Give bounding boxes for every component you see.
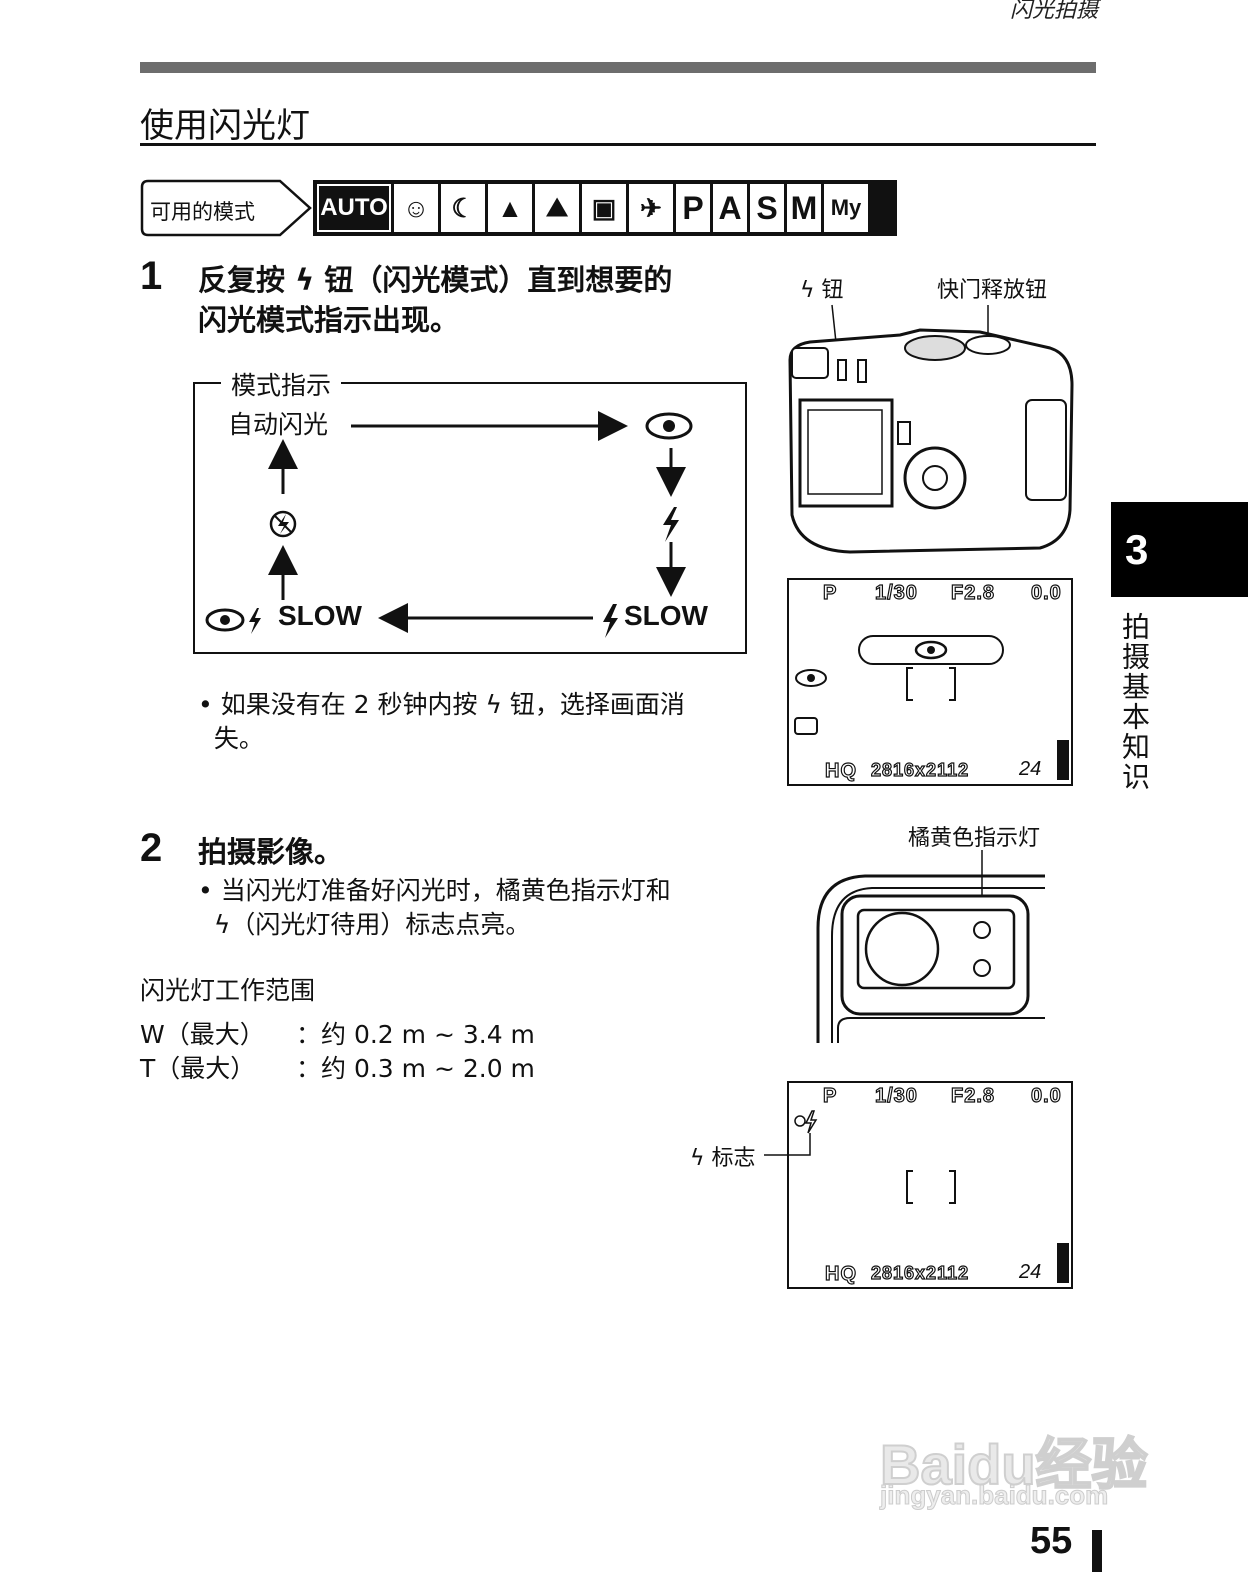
mode-indicator-title: 模式指示	[221, 366, 342, 402]
red-eye-slow-icon	[205, 608, 261, 634]
step-1-text: 反复按 ϟ 钮（闪光模式）直到想要的 闪光模式指示出现。	[198, 260, 738, 340]
step-2-note-b: （闪光灯待用）标志点亮。	[230, 910, 531, 939]
mode-cycle-arrows	[205, 411, 693, 638]
flash-button-callout: ϟ 钮	[800, 278, 844, 303]
auto-flash-label: 自动闪光	[228, 410, 329, 439]
landscape-portrait-icon: ⛰	[535, 184, 579, 232]
range-value: ：约 0.2 m ~ 3.4 m	[296, 1020, 535, 1049]
viewfinder-illustration	[816, 850, 1045, 1043]
lcd-mode: P	[822, 1084, 838, 1107]
page-number-bar	[1092, 1530, 1102, 1572]
scene-icon: ▣	[582, 184, 626, 232]
lcd-screen-1: P 1/30 F2.8 0.0 HQ 2816x2112 24	[787, 578, 1073, 786]
page-title: 使用闪光灯	[140, 106, 310, 146]
step-1-note-a: 如果没有在 2 秒钟内按	[220, 690, 486, 719]
lcd-resolution: 2816x2112	[870, 759, 970, 780]
flash-icon: ϟ	[485, 690, 502, 719]
lcd-mode: P	[822, 581, 838, 604]
flash-icon: ϟ	[213, 910, 231, 939]
flash-icon: ϟ	[295, 263, 315, 297]
slow-left-label: SLOW	[278, 600, 362, 631]
slow-sync-icon	[603, 604, 618, 638]
page-number: 55	[1030, 1520, 1073, 1562]
step-2-text: 拍摄影像。	[198, 835, 344, 869]
lcd-quality: HQ	[824, 759, 857, 782]
lcd-resolution: 2816x2112	[870, 1262, 970, 1283]
lcd-remaining: 24	[1019, 758, 1042, 780]
mode-s: S	[750, 184, 784, 232]
range-value: ：约 0.3 m ~ 2.0 m	[296, 1054, 535, 1083]
step-1-number: 1	[140, 254, 163, 298]
range-row-w: W（最大） ：约 0.2 m ~ 3.4 m	[140, 1018, 535, 1052]
range-key: W（最大）	[140, 1020, 265, 1049]
lcd-shutter: 1/30	[874, 581, 918, 604]
step-2-note-a: 当闪光灯准备好闪光时，橘黄色指示灯和	[220, 876, 671, 905]
flash-flag-callout: ϟ 标志	[690, 1146, 756, 1171]
watermark-url: jingyan.baidu.com	[879, 1480, 1109, 1511]
lcd-screen-2: P 1/30 F2.8 0.0 HQ 2816x2112 24	[764, 1081, 1073, 1289]
step-2-number: 2	[140, 826, 163, 870]
step-1-note-c: 失。	[213, 724, 264, 753]
portrait-icon: ☺	[394, 184, 438, 232]
camera-illustration	[788, 304, 1074, 554]
flash-fill-icon	[663, 507, 679, 542]
mode-p: P	[676, 184, 710, 232]
night-portrait-icon: ☾	[441, 184, 485, 232]
lcd-1-graphics	[794, 635, 1069, 780]
lcd-aperture: F2.8	[950, 1084, 996, 1107]
chapter-title: 拍摄基本知识	[1118, 612, 1151, 792]
lcd-ev: 0.0	[1030, 1084, 1062, 1107]
mode-auto: AUTO	[317, 184, 391, 232]
mode-m: M	[787, 184, 821, 232]
step-1-note: • 如果没有在 2 秒钟内按 ϟ 钮，选择画面消 失。	[198, 690, 685, 753]
lcd-quality: HQ	[824, 1262, 857, 1285]
lcd-aperture: F2.8	[950, 581, 996, 604]
mode-icon-bar: AUTO ☺ ☾ ▲ ⛰ ▣ ✈ P A S M My	[313, 180, 897, 236]
step-1-text-a: 反复按	[198, 263, 296, 297]
flash-icon: ϟ	[690, 1146, 705, 1171]
landscape-icon: ▲	[488, 184, 532, 232]
lcd-ev: 0.0	[1030, 581, 1062, 604]
step-1-text-b: 钮（闪光模式）直到想要的	[314, 263, 673, 297]
mode-my: My	[824, 184, 868, 232]
step-1-note-b: 钮，选择画面消	[501, 690, 685, 719]
flash-icon: ϟ	[800, 278, 815, 303]
modes-label-tag	[140, 179, 312, 237]
watermark-logo: Baidu经验	[879, 1432, 1149, 1497]
mode-indicator-box	[193, 382, 747, 654]
range-title: 闪光灯工作范围	[140, 976, 316, 1005]
step-2-note: • 当闪光灯准备好闪光时，橘黄色指示灯和 ϟ（闪光灯待用）标志点亮。	[198, 876, 671, 939]
flash-off-icon	[269, 510, 297, 538]
lcd-2-graphics	[764, 1110, 1069, 1283]
lcd-remaining: 24	[1019, 1261, 1042, 1283]
running-header: 闪光拍摄	[1009, 0, 1098, 23]
slow-right-label: SLOW	[624, 600, 708, 631]
title-underline	[140, 143, 1096, 146]
top-rule	[140, 62, 1096, 73]
orange-lamp-callout: 橘黄色指示灯	[908, 826, 1041, 851]
shutter-callout: 快门释放钮	[937, 278, 1048, 303]
lcd-shutter: 1/30	[874, 1084, 918, 1107]
range-key: T（最大）	[140, 1054, 256, 1083]
range-row-t: T（最大） ：约 0.3 m ~ 2.0 m	[140, 1052, 535, 1086]
mode-a: A	[713, 184, 747, 232]
step-1-text-c: 闪光模式指示出现。	[198, 303, 460, 337]
chapter-tab: 3	[1111, 502, 1248, 597]
sports-icon: ✈	[629, 184, 673, 232]
modes-label: 可用的模式	[150, 200, 255, 224]
red-eye-icon	[645, 412, 693, 440]
